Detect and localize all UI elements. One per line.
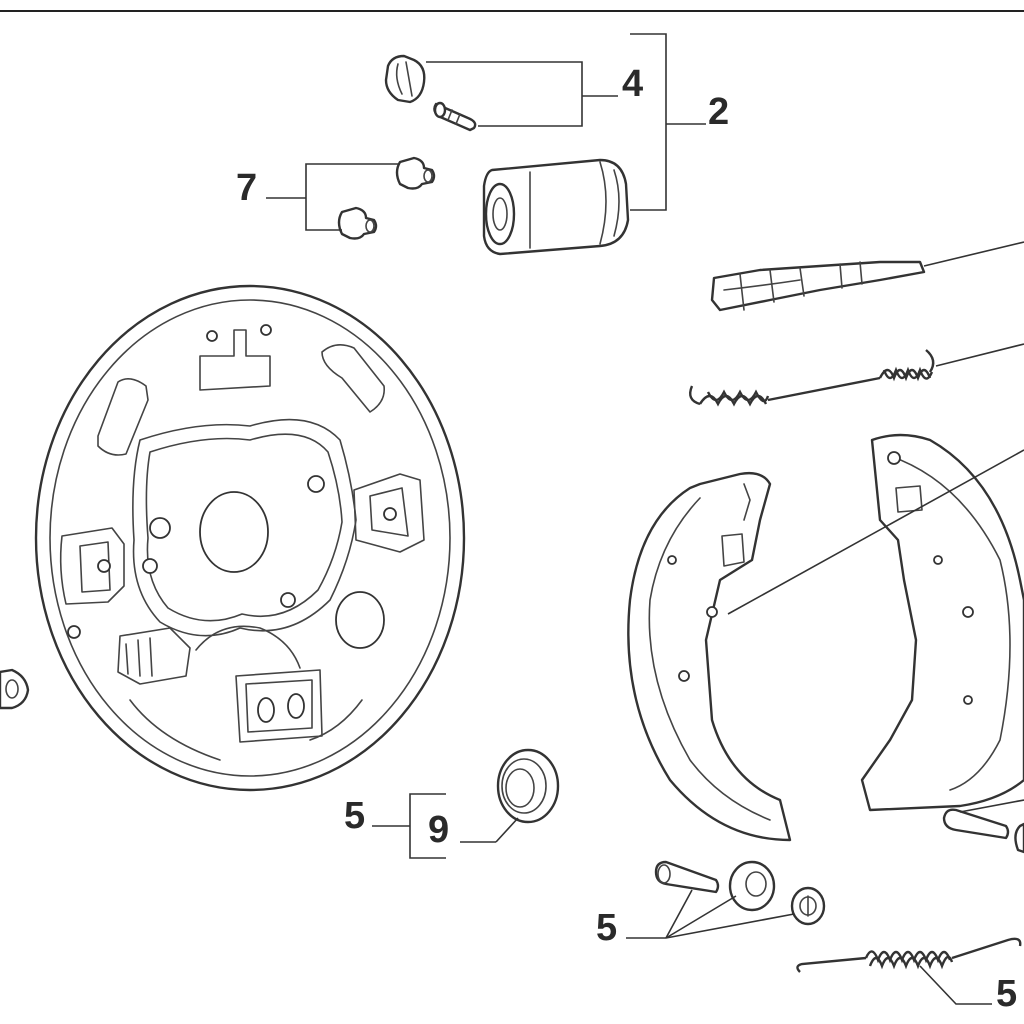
hold-down-pin-part (654, 860, 720, 894)
callout-7: 7 (236, 167, 257, 209)
bleeder-screw-part (433, 101, 477, 132)
callout-9: 9 (428, 809, 449, 851)
hold-down-pin-right-part (942, 799, 1024, 854)
spring-cup-part (728, 860, 776, 912)
adjuster-part (710, 241, 1024, 312)
brake-shoe-right-part (727, 433, 1024, 812)
callout-5-right: 5 (996, 973, 1017, 1015)
lower-spring-part (796, 937, 1022, 973)
bolt-upper-part (395, 156, 436, 190)
brake-shoe-left-part (627, 471, 792, 842)
callout-5-bottom: 5 (596, 907, 617, 949)
wheel-cylinder-part (482, 158, 630, 256)
backing-plate-part (34, 284, 466, 792)
oil-seal-part (496, 748, 560, 824)
callout-5-left: 5 (344, 795, 365, 837)
plug-part (0, 668, 30, 710)
upper-spring-part (689, 343, 1024, 407)
callout-4: 4 (622, 63, 643, 105)
dust-cap-part (384, 54, 426, 104)
retainer-washer-part (790, 886, 826, 926)
bolt-lower-part (337, 206, 378, 240)
leader-lines (266, 33, 992, 1005)
callout-2: 2 (708, 91, 729, 133)
